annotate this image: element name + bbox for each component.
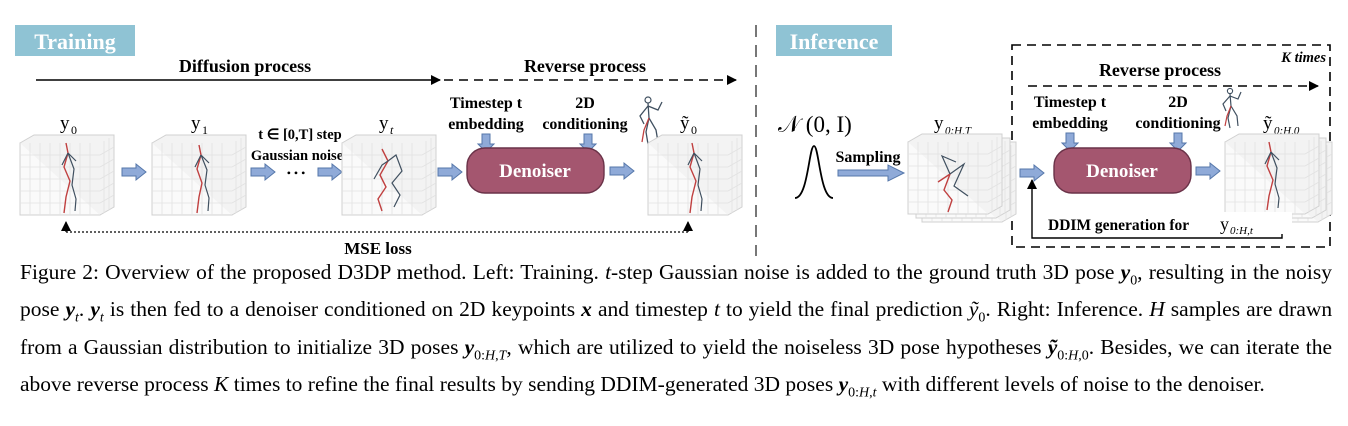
denoiser-training: Denoiser bbox=[466, 147, 605, 194]
pose-yt-sub: t bbox=[390, 123, 394, 137]
embedding-label-inference: embedding bbox=[1032, 115, 1108, 132]
arrow-stack-denoiser bbox=[1019, 164, 1045, 182]
arrow-yt-denoiser bbox=[437, 163, 463, 181]
diffusion-process-label: Diffusion process bbox=[179, 56, 311, 76]
conditioning-label-inference: conditioning bbox=[1135, 115, 1220, 132]
caption-s7: samples are drawn from a Gaussian distri… bbox=[20, 297, 1333, 359]
arrow-denoiser-output bbox=[609, 162, 635, 180]
pose-y0-letter: y bbox=[60, 113, 70, 134]
pose-yt-letter: y bbox=[379, 113, 389, 134]
ddim-y-sub: 0:H,t bbox=[1230, 225, 1254, 237]
arrow-denoiser-stack bbox=[1195, 162, 1221, 180]
mse-loss-label: MSE loss bbox=[344, 239, 412, 258]
arrow-y1-noise bbox=[250, 163, 276, 181]
k-times-label: K times bbox=[1280, 50, 1326, 66]
caption-s11: with different levels of noise to the de… bbox=[881, 371, 1265, 396]
pose-yt-label: y t bbox=[379, 113, 394, 137]
skeleton-2d-icon-inference bbox=[1222, 87, 1242, 129]
figure-caption: Figure 2: Overview of the proposed D3DP … bbox=[20, 258, 1332, 407]
caption-s2: , resulting in the noisy pose bbox=[20, 260, 1332, 322]
pose-cube-yt bbox=[341, 134, 437, 216]
pose-y1-letter: y bbox=[191, 113, 201, 134]
gaussian-noise-label: Gaussian noise bbox=[251, 148, 344, 164]
denoiser-label-inference: Denoiser bbox=[1086, 161, 1158, 182]
2d-label-training: 2D bbox=[575, 95, 595, 112]
d3dp-diagram: Training Diffusion process Reverse proce… bbox=[15, 25, 1333, 258]
pose-cube-y0hat bbox=[647, 134, 743, 216]
pose-stack-input bbox=[907, 133, 1017, 223]
pose-y1-sub: 1 bbox=[202, 123, 208, 137]
conditioning-label-training: conditioning bbox=[542, 116, 627, 133]
caption-s3: is then fed to a denoiser conditioned on… bbox=[109, 297, 576, 322]
timestep-label-inference: Timestep t bbox=[1034, 94, 1107, 111]
ddim-generation-label: DDIM generation for bbox=[1048, 217, 1189, 234]
caption-s10: times to refine the final results by sen… bbox=[233, 371, 834, 396]
inference-tag-label: Inference bbox=[790, 29, 879, 54]
pose-y0H0-letter: ỹ bbox=[1263, 113, 1273, 134]
denoiser-label-training: Denoiser bbox=[499, 161, 571, 182]
pose-cube-y0 bbox=[19, 134, 115, 216]
caption-s9: . Besides, we can iterate the above reve… bbox=[20, 334, 1333, 396]
sampling-label: Sampling bbox=[836, 149, 901, 166]
reverse-process-label-inference: Reverse process bbox=[1099, 60, 1221, 80]
pose-cube-y1 bbox=[151, 134, 247, 216]
pose-y0-sub: 0 bbox=[71, 123, 77, 137]
denoiser-inference: Denoiser bbox=[1053, 147, 1192, 194]
pose-y0hat-sub: 0 bbox=[691, 123, 697, 137]
training-tag-label: Training bbox=[34, 29, 116, 54]
arrow-y0-y1 bbox=[121, 163, 147, 181]
pose-y0H0-label: ỹ 0:H,0 bbox=[1263, 113, 1300, 137]
pose-stack-output bbox=[1224, 133, 1333, 223]
pose-y1-label: y 1 bbox=[191, 113, 208, 137]
normal-distribution-label: 𝒩 (0, I) bbox=[778, 112, 852, 137]
noise-step-label: t ∈ [0,T] step bbox=[258, 127, 342, 143]
ddim-y-letter: y bbox=[1220, 214, 1229, 234]
inference-tag: Inference bbox=[776, 25, 892, 56]
caption-s1: -step Gaussian noise is added to the gro… bbox=[611, 260, 1115, 284]
gaussian-curve-icon bbox=[794, 145, 834, 199]
skeleton-2d-icon bbox=[639, 96, 663, 145]
ddim-label-bg bbox=[1044, 212, 1292, 234]
caption-s4: and timestep bbox=[597, 297, 708, 322]
caption-fig: Figure 2: Overview of the proposed D3DP … bbox=[20, 260, 599, 284]
pose-y0hat-label: ỹ 0 bbox=[680, 113, 697, 137]
pose-y0HT-letter: y bbox=[934, 113, 944, 134]
training-tag: Training bbox=[15, 25, 135, 56]
caption-s6: . Right: Inference. bbox=[985, 297, 1144, 322]
timestep-label-training: Timestep t bbox=[450, 95, 523, 112]
pose-y0-label: y 0 bbox=[60, 113, 77, 137]
caption-paragraph: Figure 2: Overview of the proposed D3DP … bbox=[20, 260, 1333, 401]
caption-s8: , which are utilized to yield the noisel… bbox=[506, 334, 1042, 359]
embedding-label-training: embedding bbox=[448, 116, 524, 133]
ellipsis-dots: • • • bbox=[287, 166, 306, 180]
arrow-noise-yt bbox=[317, 163, 343, 181]
2d-label-inference: 2D bbox=[1168, 94, 1188, 111]
caption-s5: to yield the final prediction bbox=[726, 297, 963, 322]
pose-y0hat-letter: ỹ bbox=[680, 113, 690, 134]
pose-y0HT-label: y 0:H,T bbox=[934, 113, 972, 137]
arrow-sampling bbox=[837, 164, 906, 182]
reverse-process-label-training: Reverse process bbox=[524, 56, 646, 76]
